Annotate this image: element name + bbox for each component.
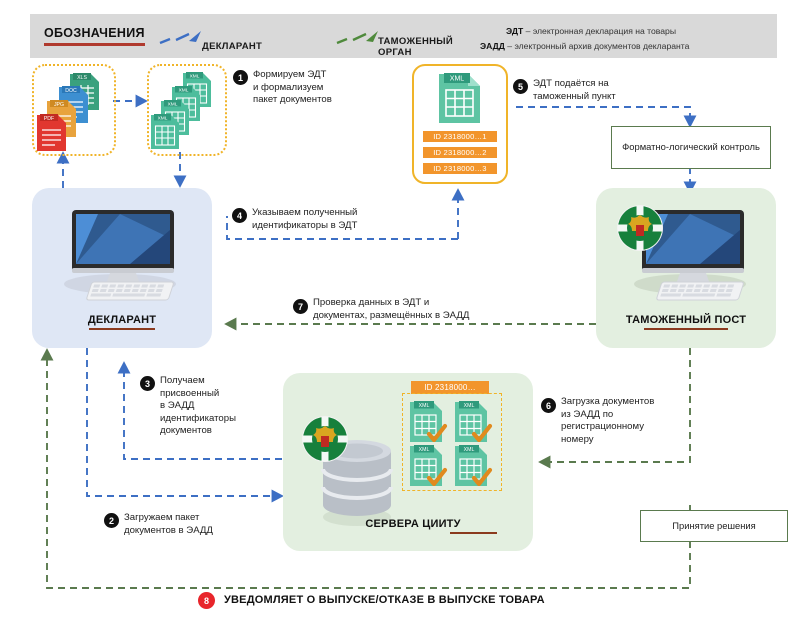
legend-term-edt: ЭДТ <box>506 26 524 36</box>
format-logic-control-box: Форматно-логический контроль <box>611 126 771 169</box>
decision-box: Принятие решения <box>640 510 788 542</box>
step-2-badge: 2 <box>104 513 119 528</box>
legend-term-eadd: ЭАДД <box>480 41 505 51</box>
legend-item-customs-label: ТАМОЖЕННЫЙ ОРГАН <box>378 36 454 58</box>
customs-post-panel: ТАМОЖЕННЫЙ ПОСТ <box>596 188 776 348</box>
step-5-text: ЭДТ подаётся на таможенный пункт <box>533 78 616 102</box>
servers-emblem-icon <box>301 415 349 468</box>
edt-id-3: ID 2318000…3 <box>423 163 497 174</box>
doc-icon-xml-server-2: XML <box>455 400 493 442</box>
doc-icon-xml-server-4: XML <box>455 444 493 486</box>
legend-def-eadd: – электронный архив документов декларант… <box>507 41 690 51</box>
servers-panel-label: СЕРВЕРА ЦИИТУ <box>365 518 461 530</box>
source-documents-container: XLS DOC JPG PDF <box>32 64 116 156</box>
legend-bar: ОБОЗНАЧЕНИЯ ДЕКЛАРАНТ ТАМОЖЕННЫЙ ОРГАН Э… <box>30 14 777 58</box>
step-3-badge: 3 <box>140 376 155 391</box>
step-7-badge: 7 <box>293 299 308 314</box>
doc-icon-xml-server-1: XML <box>410 400 448 442</box>
step-7-text: Проверка данных в ЭДТ и документах, разм… <box>313 297 470 321</box>
svg-text:XML: XML <box>419 447 430 453</box>
server-id-label: ID 2318000… <box>411 381 489 394</box>
legend-definitions: ЭДТ – электронная декларация на товары Э… <box>480 24 770 58</box>
customs-post-panel-label: ТАМОЖЕННЫЙ ПОСТ <box>625 314 747 326</box>
step-2-text: Загружаем пакет документов в ЭАДД <box>124 512 213 536</box>
legend-def-edt: – электронная декларация на товары <box>525 26 676 36</box>
declarant-panel: ДЕКЛАРАНТ <box>32 188 212 348</box>
svg-text:XLS: XLS <box>77 75 87 81</box>
declarant-label-underline <box>89 328 155 330</box>
svg-text:XML: XML <box>179 88 189 94</box>
step-4-badge: 4 <box>232 208 247 223</box>
svg-text:XML: XML <box>450 76 465 83</box>
svg-text:XML: XML <box>190 74 200 80</box>
server-documents-group: XML XML XML XML <box>402 393 502 491</box>
declarant-computer-icon <box>52 204 192 309</box>
svg-text:XML: XML <box>464 447 475 453</box>
doc-icon-pdf: PDF <box>37 113 67 151</box>
svg-text:XML: XML <box>158 116 168 122</box>
edt-id-2: ID 2318000…2 <box>423 147 497 158</box>
step-6-badge: 6 <box>541 398 556 413</box>
doc-icon-xml-server-3: XML <box>410 444 448 486</box>
svg-text:XML: XML <box>419 403 430 409</box>
svg-text:DOC: DOC <box>65 88 77 94</box>
svg-text:PDF: PDF <box>44 116 54 122</box>
servers-panel: ID 2318000… XML XML XML XML СЕРВЕРА ЦИИТ… <box>283 373 533 551</box>
step-5-badge: 5 <box>513 79 528 94</box>
step-8-text: УВЕДОМЛЯЕТ О ВЫПУСКЕ/ОТКАЗЕ В ВЫПУСКЕ ТО… <box>224 594 545 606</box>
step-3-text: Получаем присвоенный в ЭАДД идентификато… <box>160 375 236 437</box>
legend-title-underline <box>44 43 145 46</box>
step-8-badge: 8 <box>198 592 215 609</box>
svg-text:XML: XML <box>168 102 178 108</box>
legend-title: ОБОЗНАЧЕНИЯ <box>44 26 145 40</box>
edt-id-1: ID 2318000…1 <box>423 131 497 142</box>
doc-icon-xml-4: XML <box>151 113 180 149</box>
legend-declarant-arrow-icon <box>158 30 213 46</box>
step-1-badge: 1 <box>233 70 248 85</box>
edt-card: XML ID 2318000…1 ID 2318000…2 ID 2318000… <box>412 64 508 184</box>
step-1-text: Формируем ЭДТ и формализуем пакет докуме… <box>253 69 332 106</box>
step-6-text: Загрузка документов из ЭАДД по регистрац… <box>561 396 655 445</box>
svg-text:JPG: JPG <box>54 102 64 108</box>
svg-text:XML: XML <box>464 403 475 409</box>
customs-post-label-underline <box>644 328 728 330</box>
customs-emblem-icon <box>616 204 664 257</box>
declarant-panel-label: ДЕКЛАРАНТ <box>87 314 157 326</box>
doc-icon-xml-edt: XML <box>439 71 481 123</box>
servers-label-underline <box>450 532 497 534</box>
formalized-documents-container: XML XML XML XML <box>147 64 227 156</box>
legend-item-declarant-label: ДЕКЛАРАНТ <box>202 41 263 52</box>
legend-customs-arrow-icon <box>335 30 390 46</box>
step-4-text: Указываем полученный идентификаторы в ЭД… <box>252 207 358 231</box>
